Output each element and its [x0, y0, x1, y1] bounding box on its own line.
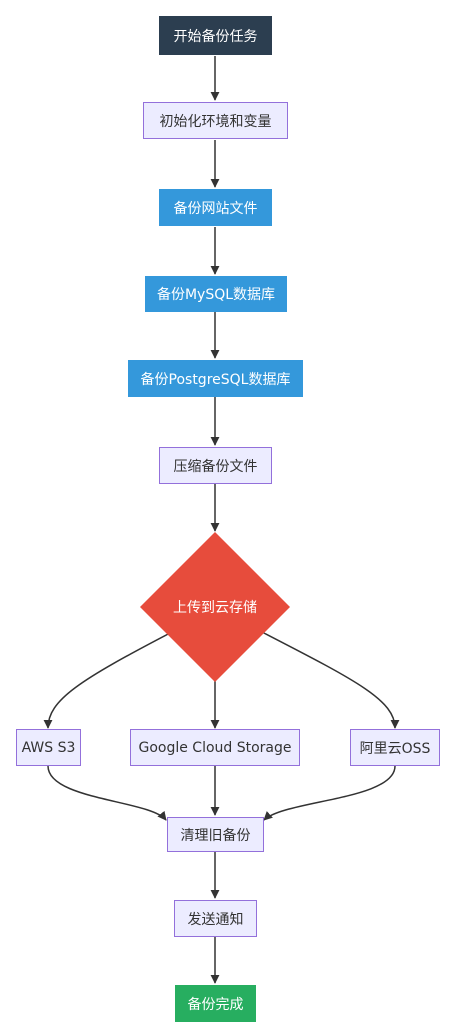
backup-mysql-node[interactable]: 备份MySQL数据库: [145, 276, 287, 312]
notify-node-label: 发送通知: [187, 911, 244, 928]
init-node[interactable]: 初始化环境和变量: [143, 102, 288, 139]
upload-decision-label: 上传到云存储: [173, 600, 257, 616]
edge-aliyun-cleanup: [263, 765, 396, 821]
init-node-label: 初始化环境和变量: [159, 113, 272, 130]
gcs-node-label: Google Cloud Storage: [138, 739, 292, 756]
gcs-node[interactable]: Google Cloud Storage: [130, 729, 300, 766]
edge-upload-aws: [43, 631, 173, 729]
backup-site-node[interactable]: 备份网站文件: [159, 189, 272, 226]
aliyun-node[interactable]: 阿里云OSS: [350, 729, 440, 766]
upload-decision-diamond: [140, 532, 290, 682]
done-node-label: 备份完成: [187, 996, 244, 1013]
backup-mysql-node-label: 备份MySQL数据库: [156, 287, 276, 303]
notify-node[interactable]: 发送通知: [174, 900, 257, 937]
edge-aws-cleanup: [47, 765, 167, 821]
start-node[interactable]: 开始备份任务: [159, 16, 272, 55]
start-node-label: 开始备份任务: [173, 28, 258, 45]
backup-postgres-node-label: 备份PostgreSQL数据库: [140, 371, 291, 388]
aws-node[interactable]: AWS S3: [16, 729, 81, 766]
cleanup-node[interactable]: 清理旧备份: [167, 817, 264, 852]
aliyun-node-label: 阿里云OSS: [359, 740, 431, 757]
upload-decision[interactable]: 上传到云存储: [160, 592, 270, 622]
cleanup-node-label: 清理旧备份: [180, 827, 251, 844]
compress-node[interactable]: 压缩备份文件: [159, 447, 272, 484]
edge-upload-aliyun: [261, 631, 400, 729]
backup-site-node-label: 备份网站文件: [173, 200, 258, 217]
backup-postgres-node[interactable]: 备份PostgreSQL数据库: [128, 360, 303, 397]
aws-node-label: AWS S3: [21, 739, 76, 756]
done-node[interactable]: 备份完成: [175, 985, 256, 1022]
compress-node-label: 压缩备份文件: [173, 458, 258, 475]
